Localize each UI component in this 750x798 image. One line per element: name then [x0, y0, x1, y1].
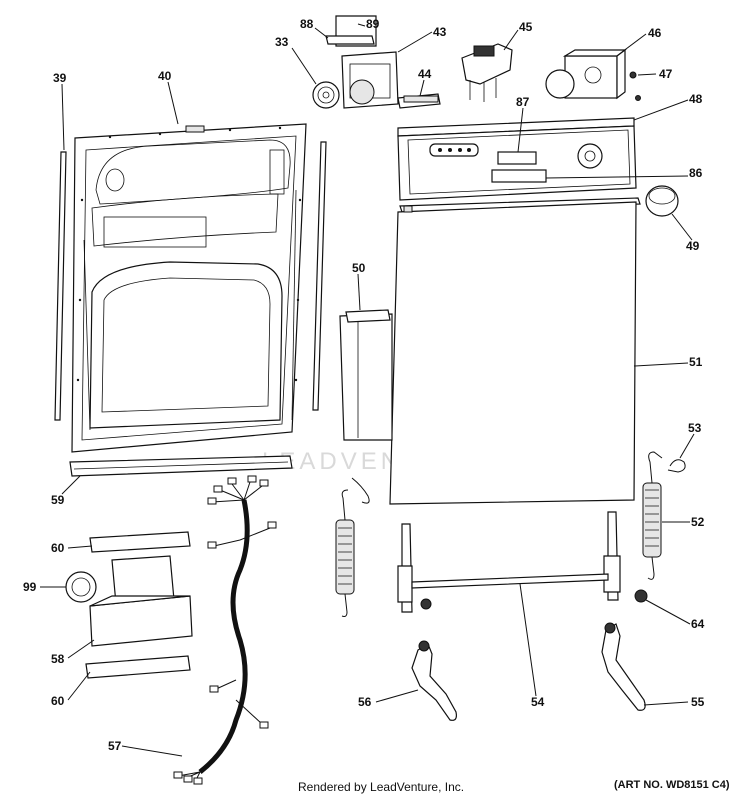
- callout-39: 39: [53, 71, 67, 85]
- callout-48: 48: [689, 92, 703, 106]
- callout-88: 88: [300, 17, 314, 31]
- callout-51: 51: [689, 355, 703, 369]
- callout-86: 86: [689, 166, 703, 180]
- callout-47: 47: [659, 67, 673, 81]
- callout-46: 46: [648, 26, 662, 40]
- callout-60-upper: 60: [51, 541, 65, 555]
- callout-55: 55: [691, 695, 705, 709]
- door-gasket-part: [54, 141, 327, 421]
- callout-57: 57: [108, 739, 122, 753]
- art-number: (ART NO. WD8151 C4): [614, 779, 730, 791]
- callout-53: 53: [688, 421, 702, 435]
- callout-43: 43: [433, 25, 447, 39]
- hinge-parts: [411, 622, 646, 721]
- door-liner-part: [71, 123, 307, 453]
- knob-part: [645, 185, 679, 217]
- callout-87: 87: [516, 95, 530, 109]
- callout-40: 40: [158, 69, 172, 83]
- wire-harness-part: [173, 475, 277, 785]
- rendered-by-credit: Rendered by LeadVenture, Inc.: [298, 780, 465, 794]
- lower-left-parts: [65, 531, 193, 679]
- callout-64: 64: [691, 617, 705, 631]
- callout-58: 58: [51, 652, 65, 666]
- callout-56: 56: [358, 695, 372, 709]
- callout-54: 54: [531, 695, 545, 709]
- callout-45: 45: [519, 20, 533, 34]
- door-springs: [335, 451, 686, 617]
- outer-door-panel-part: [389, 197, 641, 505]
- callout-33: 33: [275, 35, 289, 49]
- callout-52: 52: [691, 515, 705, 529]
- callout-50: 50: [352, 261, 366, 275]
- control-parts: [397, 43, 641, 109]
- callout-89: 89: [366, 17, 380, 31]
- leader-lines: [40, 23, 695, 757]
- callout-99: 99: [23, 580, 37, 594]
- dispenser-parts: [312, 15, 399, 109]
- callout-59: 59: [51, 493, 65, 507]
- control-panel-part: [397, 117, 637, 201]
- side-panel-part: [339, 309, 393, 441]
- callout-44: 44: [418, 67, 432, 81]
- hinge-assembly: [397, 511, 648, 613]
- bottom-trim-part: [69, 455, 293, 477]
- callout-60-lower: 60: [51, 694, 65, 708]
- callout-49: 49: [686, 239, 700, 253]
